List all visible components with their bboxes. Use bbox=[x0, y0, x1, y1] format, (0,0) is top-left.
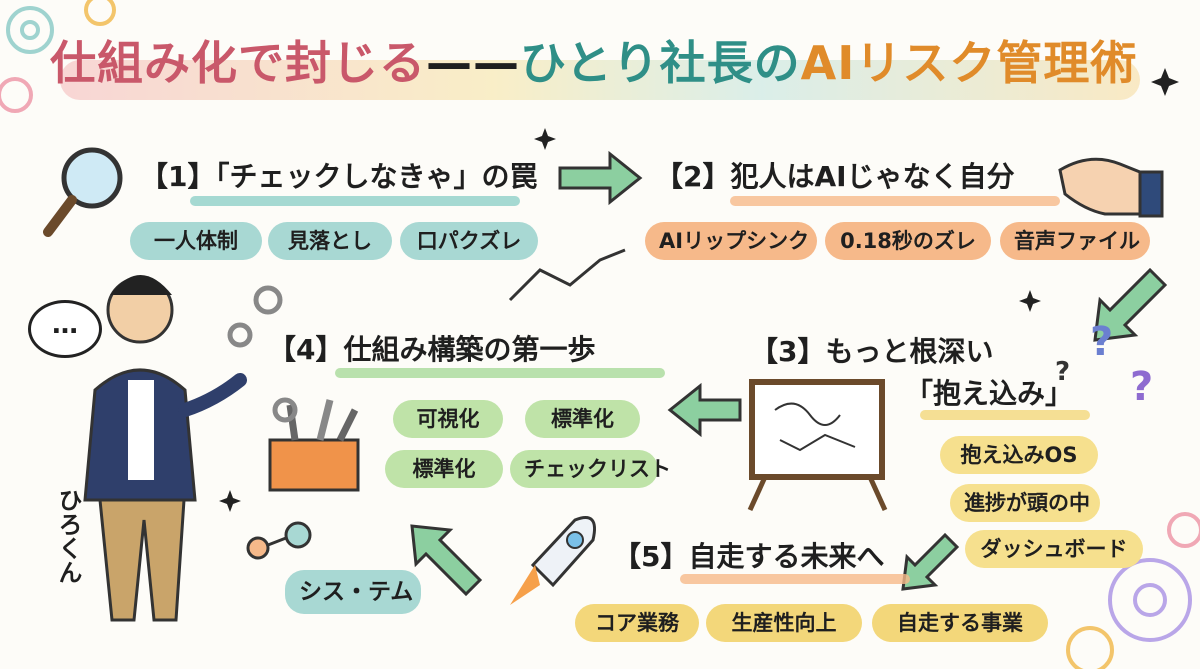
section5-heading: 【5】自走する未来へ bbox=[613, 540, 885, 573]
gear-icon bbox=[1066, 512, 1200, 669]
section2-pill-2: 0.18秒のズレ bbox=[825, 222, 991, 260]
network-doodle-icon bbox=[246, 521, 312, 560]
section2-pill-3: 音声ファイル bbox=[1000, 222, 1150, 260]
section3-pill-3: ダッシュボード bbox=[965, 530, 1143, 568]
sparkle-icon bbox=[219, 68, 1179, 512]
title-part4: リスク管理術 bbox=[855, 36, 1138, 90]
gear-icon bbox=[0, 0, 116, 113]
svg-text:?: ? bbox=[1090, 319, 1113, 365]
svg-text:?: ? bbox=[1055, 357, 1070, 387]
section4-pill-1: 可視化 bbox=[393, 400, 503, 438]
section3-pill-2: 進捗が頭の中 bbox=[950, 484, 1100, 522]
section4-pill-2: 標準化 bbox=[525, 400, 640, 438]
title-part2: ひとり社長の bbox=[520, 36, 801, 90]
section4-underline bbox=[335, 368, 665, 378]
section5-underline bbox=[680, 574, 910, 584]
pointing-hand-icon bbox=[1058, 157, 1164, 218]
page-title: 仕組み化で封じる——ひとり社長のAIリスク管理術 bbox=[50, 28, 1150, 98]
section3-heading-line1: 【3】もっと根深い bbox=[750, 335, 994, 368]
person-illustration bbox=[83, 275, 247, 622]
title-part3: AI bbox=[800, 36, 856, 90]
section3-pill-1: 抱え込みOS bbox=[940, 436, 1098, 474]
whiteboard-icon bbox=[747, 379, 888, 512]
arrow-icon bbox=[410, 150, 1168, 597]
gear-icon bbox=[227, 285, 298, 423]
magnifier-icon bbox=[43, 147, 123, 237]
section4-pill-4: チェックリスト bbox=[510, 450, 671, 488]
rocket-icon bbox=[510, 516, 596, 605]
section2-heading: 【2】犯人はAIじゃなく自分 bbox=[655, 160, 1015, 193]
section5-pill-2: 生産性向上 bbox=[706, 604, 862, 642]
section4-heading: 【4】仕組み構築の第一歩 bbox=[268, 333, 596, 366]
title-dash: —— bbox=[426, 36, 520, 90]
speech-bubble: … bbox=[28, 300, 102, 358]
section5-pill-1: コア業務 bbox=[575, 604, 699, 642]
toolbox-icon bbox=[268, 399, 360, 492]
section3-heading-line2: 「抱え込み」 bbox=[905, 377, 1074, 410]
system-label: シス・テム bbox=[285, 570, 421, 614]
title-highlight bbox=[60, 60, 1140, 100]
section2-underline bbox=[730, 196, 1060, 206]
person-name: ひろくん bbox=[54, 488, 82, 584]
section1-underline bbox=[190, 196, 520, 206]
section1-heading: 【1】「チェックしなきゃ」の罠 bbox=[140, 160, 538, 193]
svg-text:?: ? bbox=[1130, 364, 1153, 410]
question-mark-icon: ??? bbox=[1055, 319, 1153, 410]
section4-pill-3: 標準化 bbox=[385, 450, 503, 488]
section3-underline bbox=[920, 410, 1090, 420]
section1-pill-1: 一人体制 bbox=[130, 222, 262, 260]
chart-doodle bbox=[508, 248, 626, 302]
section2-pill-1: AIリップシンク bbox=[645, 222, 817, 260]
title-part1: 仕組み化で封じる bbox=[50, 36, 426, 90]
section5-pill-3: 自走する事業 bbox=[872, 604, 1048, 642]
section1-pill-3: 口パクズレ bbox=[400, 222, 538, 260]
section1-pill-2: 見落とし bbox=[268, 222, 392, 260]
